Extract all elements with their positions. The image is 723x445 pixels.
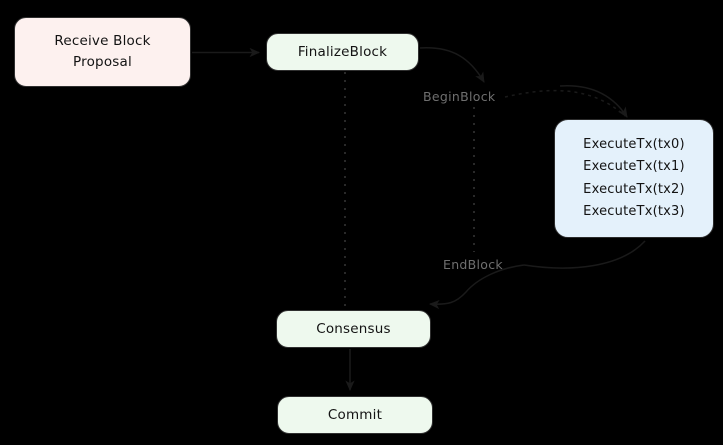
node-consensus-label: Consensus [316,320,391,337]
edge-executetx-to-endblock [523,240,646,269]
edge-label-end-block: EndBlock [443,257,503,272]
node-consensus[interactable]: Consensus [276,310,431,348]
node-execute-tx-label: ExecuteTx(tx0) ExecuteTx(tx1) ExecuteTx(… [583,136,685,219]
edge-finalize-to-beginblock [419,47,485,83]
node-receive-block-proposal[interactable]: Receive Block Proposal [14,17,191,87]
node-commit[interactable]: Commit [277,396,433,434]
edge-beginblock-to-executetx [504,89,626,117]
node-finalize-block[interactable]: FinalizeBlock [266,33,419,71]
edge-beginblock-to-executetx-head [559,85,628,118]
node-execute-tx[interactable]: ExecuteTx(tx0) ExecuteTx(tx1) ExecuteTx(… [554,119,714,238]
node-commit-label: Commit [327,406,383,423]
edge-endblock-to-consensus [428,264,525,310]
edge-label-begin-block: BeginBlock [423,89,496,104]
node-receive-block-proposal-label: Receive Block Proposal [54,33,151,70]
node-finalize-block-label: FinalizeBlock [297,43,388,60]
